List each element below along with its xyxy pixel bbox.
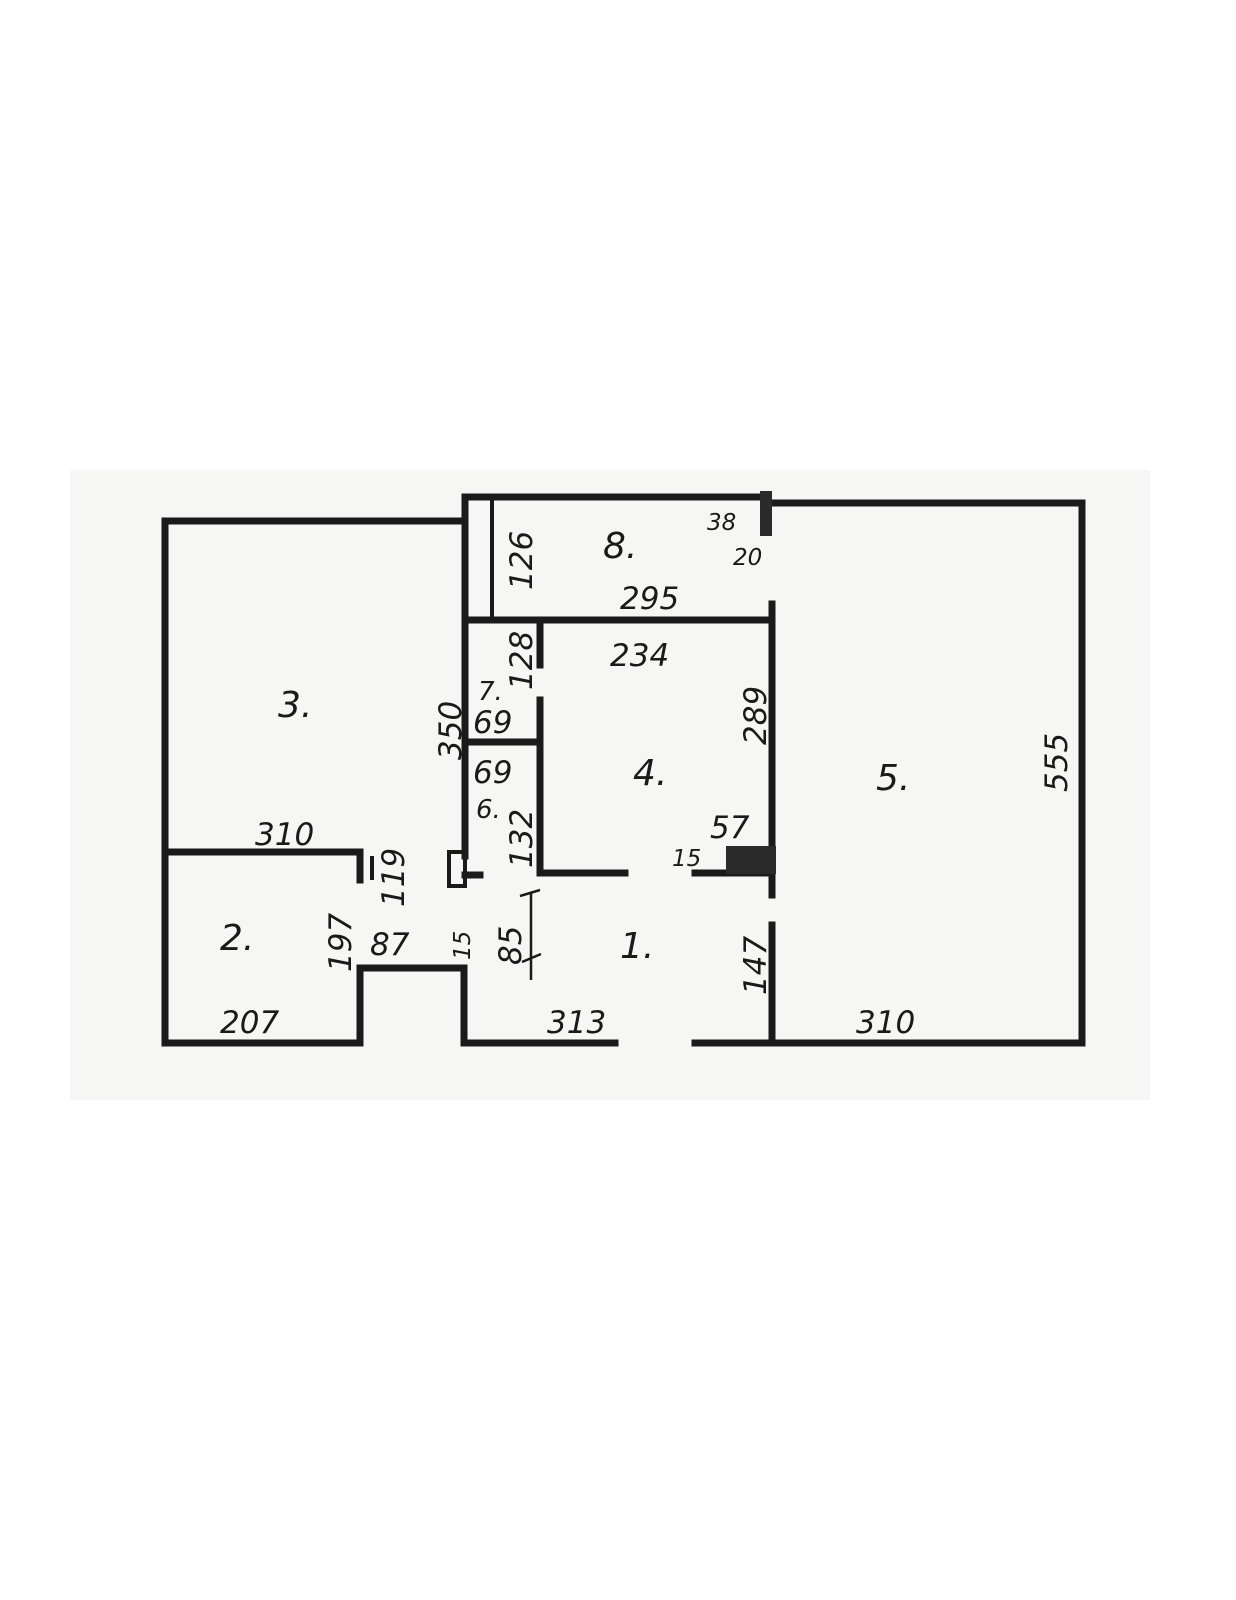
dimension-132: 132 xyxy=(504,809,540,868)
dimension-69-upper: 69 xyxy=(473,705,512,741)
dimension-310-lower: 310 xyxy=(856,1005,915,1041)
chimney-fixture xyxy=(760,491,772,536)
dimension-85: 85 xyxy=(493,926,529,965)
room-label-5: 5. xyxy=(876,758,910,799)
room-label-1: 1. xyxy=(620,926,654,967)
dimension-38: 38 xyxy=(707,510,736,536)
dimension-57: 57 xyxy=(710,810,750,846)
dimension-234: 234 xyxy=(610,638,669,674)
dimension-289: 289 xyxy=(738,686,774,745)
dimension-128: 128 xyxy=(504,631,540,690)
dimension-arrow-85-tick-top xyxy=(519,888,541,898)
dimension-295: 295 xyxy=(620,581,679,617)
dimension-147: 147 xyxy=(738,936,774,995)
dimension-197: 197 xyxy=(323,913,359,972)
dimension-126: 126 xyxy=(504,531,540,590)
stove-fixture xyxy=(726,846,776,874)
dimension-15-corridor: 15 xyxy=(450,931,476,960)
room-label-4: 4. xyxy=(633,753,667,794)
dimension-15-stove: 15 xyxy=(672,846,701,872)
dimension-arrow-85-tick-bottom xyxy=(521,952,542,964)
dimension-555: 555 xyxy=(1039,733,1075,792)
room-label-7: 7. xyxy=(478,677,503,707)
dimension-87: 87 xyxy=(370,927,410,963)
dimension-69-lower: 69 xyxy=(473,755,512,791)
utility-box xyxy=(447,850,467,888)
dimension-207: 207 xyxy=(220,1005,279,1041)
dimension-313: 313 xyxy=(547,1005,606,1041)
room-label-8: 8. xyxy=(603,526,637,567)
dimension-20: 20 xyxy=(733,545,762,571)
room-label-3: 3. xyxy=(278,685,312,726)
dimension-119: 119 xyxy=(376,848,412,907)
room-label-2: 2. xyxy=(220,918,254,959)
room-label-6: 6. xyxy=(476,795,501,825)
scanned-paper-background xyxy=(70,470,1150,1100)
dimension-350: 350 xyxy=(433,701,469,760)
dimension-310-upper: 310 xyxy=(255,817,314,853)
